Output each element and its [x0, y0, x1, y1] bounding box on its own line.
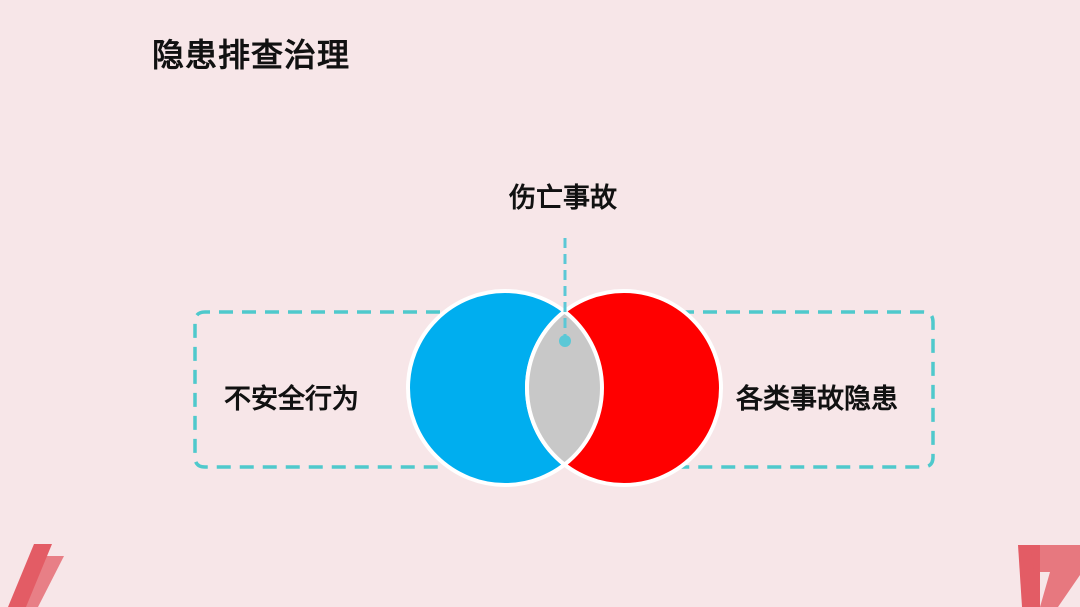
right-dashed-frame — [680, 310, 935, 469]
corner-decoration-right — [1018, 545, 1080, 607]
left-set-label: 不安全行为 — [224, 384, 359, 415]
left-dashed-frame — [193, 310, 440, 469]
intersection-label: 伤亡事故 — [509, 183, 617, 214]
corner-decoration-left — [8, 544, 64, 607]
slide-title: 隐患排查治理 — [152, 36, 351, 74]
right-set-label: 各类事故隐患 — [736, 384, 898, 415]
intersection-outline — [525, 308, 604, 468]
intersection-region — [527, 291, 602, 485]
connector-dot — [559, 335, 571, 347]
